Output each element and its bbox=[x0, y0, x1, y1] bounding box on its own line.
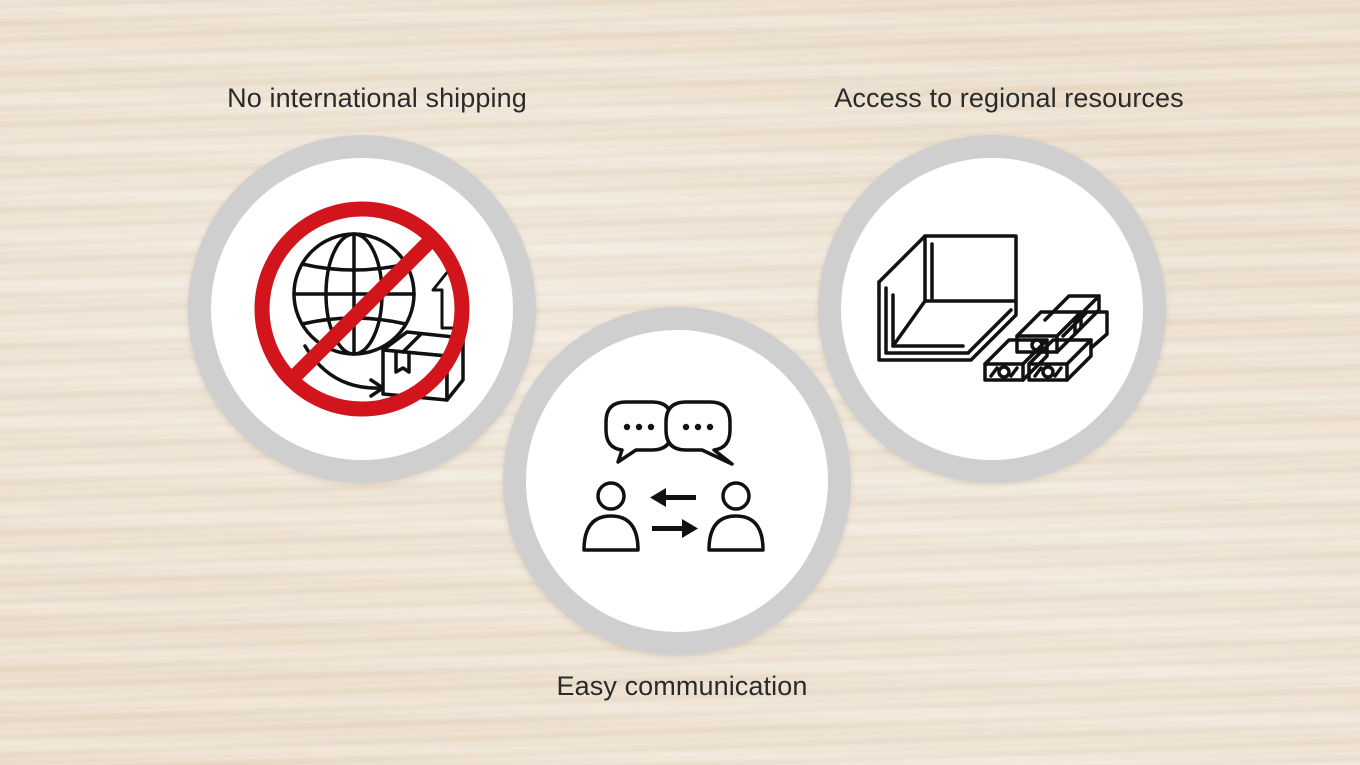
feature-label-resources: Access to regional resources bbox=[834, 83, 1184, 113]
speech-bubble-right-icon bbox=[664, 400, 734, 466]
badge-regional-resources bbox=[818, 135, 1166, 483]
exchange-arrows-icon bbox=[650, 488, 698, 538]
no-international-shipping-icon bbox=[254, 201, 470, 417]
timber-resources-icon bbox=[877, 234, 1109, 382]
feature-label-shipping: No international shipping bbox=[227, 83, 527, 113]
person-left-icon bbox=[582, 481, 640, 552]
speech-bubble-left-icon bbox=[604, 400, 674, 464]
badge-no-international-shipping bbox=[188, 135, 536, 483]
person-right-icon bbox=[707, 481, 765, 552]
communication-icon bbox=[582, 400, 765, 552]
badge-easy-communication bbox=[503, 307, 851, 655]
feature-label-communication: Easy communication bbox=[556, 671, 808, 701]
